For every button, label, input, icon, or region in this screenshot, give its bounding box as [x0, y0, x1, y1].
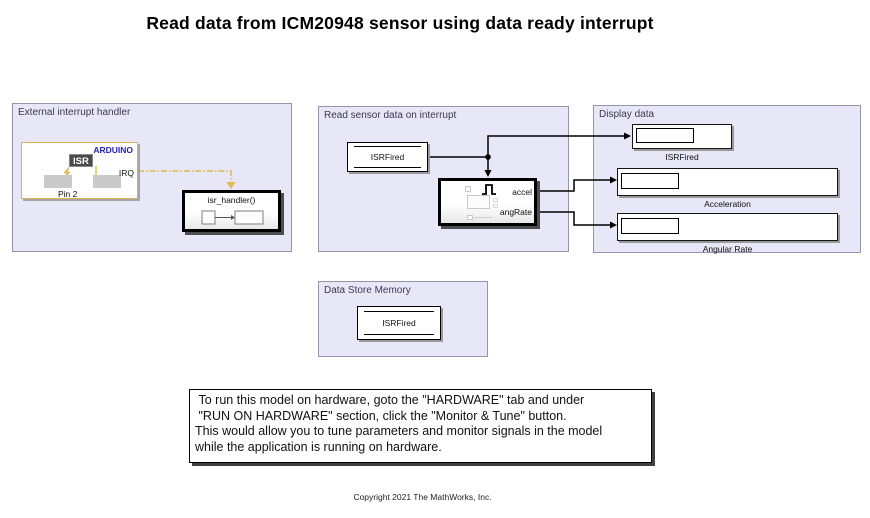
wire-irq-function-call[interactable] — [138, 170, 232, 182]
isr-handler-subsystem-block[interactable]: isr_handler() — [182, 190, 281, 232]
display-caption-angular-rate: Angular Rate — [702, 244, 753, 254]
pin-number-label: Pin 2 — [58, 189, 78, 199]
arrowhead-trigger — [484, 170, 492, 177]
isr-badge: ISR — [69, 154, 93, 167]
copyright-annotation: Copyright 2021 The MathWorks, Inc. — [353, 492, 492, 502]
triggered-subsystem-block[interactable]: accel angRate — [438, 178, 537, 226]
arduino-brand-label: ARDUINO — [93, 145, 133, 155]
subsystem-preview-box — [467, 195, 490, 209]
wire-isrfired-to-display[interactable] — [487, 135, 624, 157]
display-block-acceleration[interactable] — [617, 168, 838, 196]
data-store-memory-block[interactable]: ISRFired — [357, 306, 441, 340]
display-value-field — [636, 128, 694, 143]
pin-pad-right — [93, 175, 121, 188]
arrowhead-irq — [226, 182, 236, 189]
display-value-field — [621, 218, 679, 234]
subsystem-preview-port — [465, 186, 471, 192]
isr-handler-label: isr_handler() — [207, 195, 256, 205]
data-store-top-line — [364, 311, 434, 312]
area-label: Read sensor data on interrupt — [324, 110, 457, 121]
subsystem-preview-dot — [493, 204, 498, 208]
subsystem-preview-port — [467, 215, 473, 220]
angrate-port-label: angRate — [499, 207, 532, 217]
arduino-external-interrupt-block[interactable]: ARDUINO ISR IRQ Pin 2 — [21, 142, 138, 199]
pulse-trigger-icon — [482, 184, 496, 195]
area-label: Data Store Memory — [324, 285, 411, 296]
data-store-top-line — [354, 146, 421, 147]
wire-accel[interactable] — [537, 179, 610, 192]
area-data-store-memory[interactable]: Data Store Memory — [318, 281, 488, 357]
display-caption-isrfired: ISRFired — [665, 152, 699, 162]
data-store-bottom-line — [364, 334, 434, 335]
display-block-angular-rate[interactable] — [617, 213, 838, 241]
arrowhead-angrate — [610, 221, 617, 229]
function-call-subsystem-icon — [201, 210, 264, 225]
data-store-bottom-line — [354, 167, 421, 168]
data-store-read-block[interactable]: ISRFired — [347, 142, 428, 172]
display-block-isrfired[interactable] — [632, 124, 732, 149]
subsystem-preview-dot — [493, 198, 498, 202]
subsystem-preview-line — [474, 217, 492, 218]
data-store-read-label: ISRFired — [370, 152, 405, 162]
area-label: External interrupt handler — [18, 107, 131, 118]
arrowhead-accel — [610, 176, 617, 184]
model-title[interactable]: Read data from ICM20948 sensor using dat… — [146, 13, 654, 33]
data-store-memory-label: ISRFired — [382, 318, 416, 328]
pin-pad-left — [44, 175, 72, 188]
area-label: Display data — [599, 109, 655, 120]
display-caption-acceleration: Acceleration — [704, 199, 751, 209]
display-value-field — [621, 173, 679, 189]
hardware-note-annotation[interactable]: To run this model on hardware, goto the … — [189, 389, 652, 463]
wire-angrate[interactable] — [537, 211, 610, 226]
accel-port-label: accel — [512, 187, 532, 197]
arrowhead-isrfired-display — [624, 132, 631, 140]
irq-port-label: IRQ — [118, 168, 134, 178]
